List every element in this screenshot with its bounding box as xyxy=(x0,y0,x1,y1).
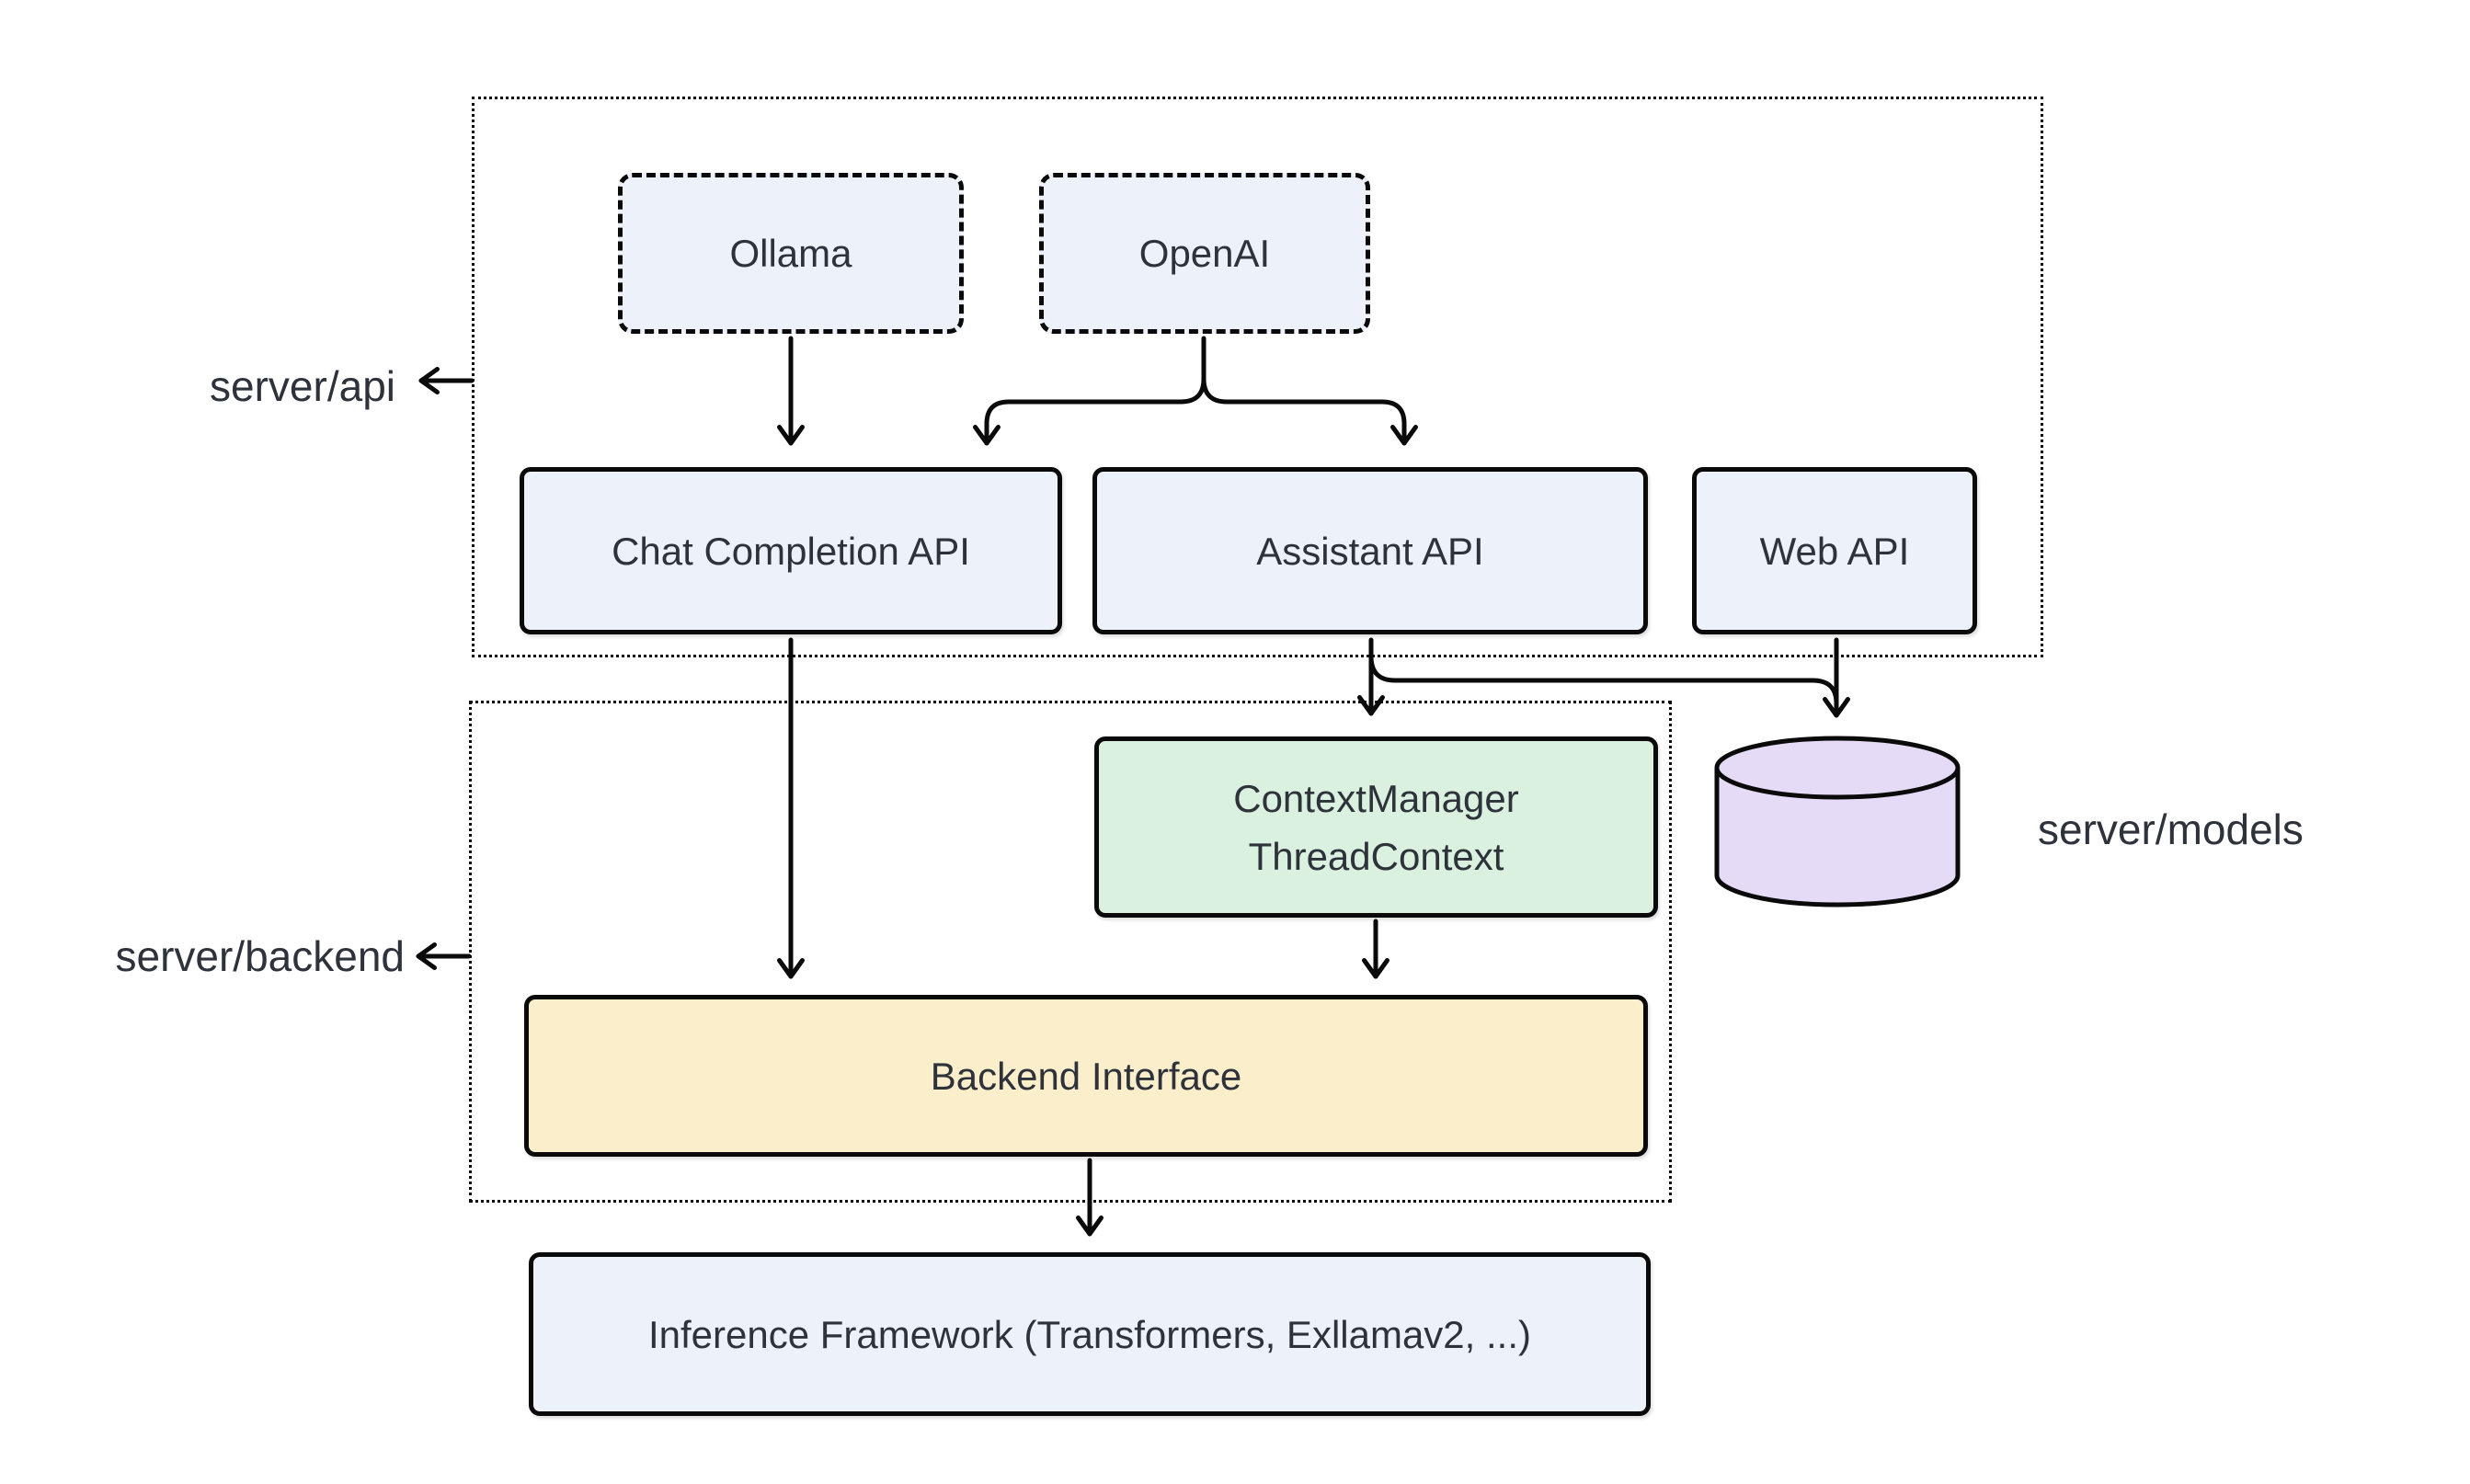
node-chat-completion-api-label: Chat Completion API xyxy=(612,529,970,573)
node-context-manager-line1: ContextManager xyxy=(1233,776,1519,820)
node-ollama: Ollama xyxy=(618,173,964,334)
group-server-backend xyxy=(469,701,1672,1203)
node-inference-framework-label: Inference Framework (Transformers, Exlla… xyxy=(647,1312,1531,1356)
edge-assistant-api-to-sqlite-branch xyxy=(1368,654,1839,713)
node-assistant-api: Assistant API xyxy=(1092,467,1648,634)
node-context-manager-line2: ThreadContext xyxy=(1248,834,1504,878)
node-chat-completion-api: Chat Completion API xyxy=(520,467,1062,634)
node-openai: OpenAI xyxy=(1039,173,1370,334)
node-backend-interface: Backend Interface xyxy=(524,995,1648,1157)
label-server-backend: server/backend xyxy=(115,932,406,980)
node-web-api: Web API xyxy=(1692,467,1977,634)
node-sqlite-cylinder xyxy=(1714,736,1961,908)
node-backend-interface-label: Backend Interface xyxy=(930,1054,1242,1098)
arrow-openai-to-chat-api xyxy=(973,376,1206,446)
node-ollama-label: Ollama xyxy=(729,232,852,275)
node-context-manager: ContextManager ThreadContext xyxy=(1094,736,1658,918)
node-web-api-label: Web API xyxy=(1759,529,1910,573)
node-openai-label: OpenAI xyxy=(1138,232,1271,275)
label-server-api: server/api xyxy=(210,362,395,410)
group-server-api xyxy=(472,97,2043,657)
label-server-models: server/models xyxy=(2038,805,2304,853)
node-inference-framework: Inference Framework (Transformers, Exlla… xyxy=(529,1252,1651,1416)
arrow-openai-to-assistant-api xyxy=(1201,376,1418,446)
node-assistant-api-label: Assistant API xyxy=(1256,529,1484,573)
